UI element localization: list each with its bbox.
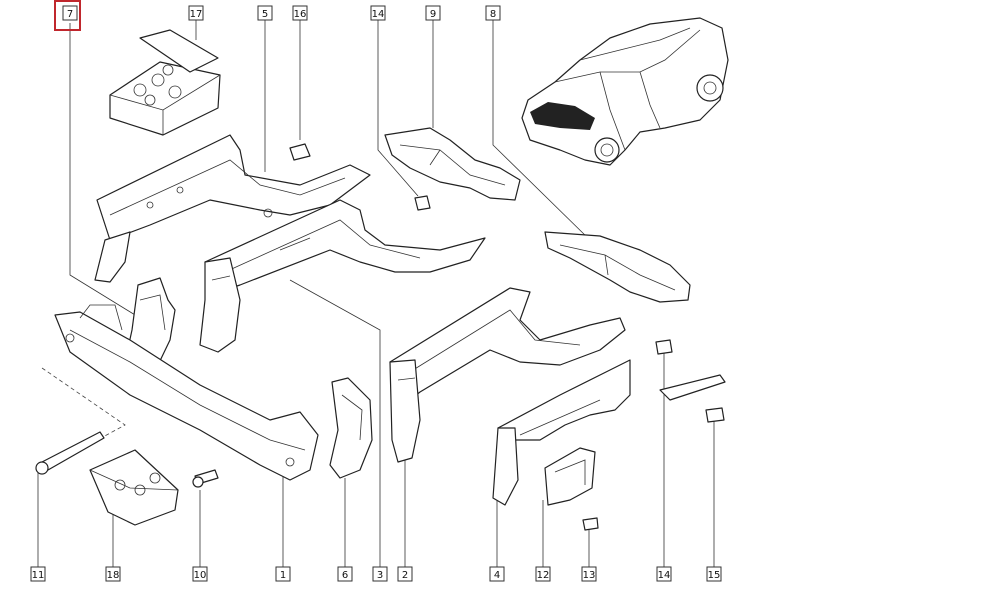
part-10-bolt bbox=[192, 469, 219, 488]
callout-12[interactable]: 12 bbox=[535, 566, 551, 582]
part-11-tow-eye bbox=[35, 431, 105, 475]
svg-text:4: 4 bbox=[494, 570, 500, 581]
part-9-reinforcement bbox=[384, 127, 521, 201]
callout-14-lower[interactable]: 14 bbox=[656, 566, 672, 582]
callout-7[interactable]: 7 bbox=[62, 5, 78, 21]
callout-9[interactable]: 9 bbox=[425, 5, 441, 21]
part-3-left-member bbox=[199, 199, 486, 353]
callout-8[interactable]: 8 bbox=[485, 5, 501, 21]
callout-18[interactable]: 18 bbox=[105, 566, 121, 582]
svg-text:1: 1 bbox=[280, 570, 286, 581]
svg-text:16: 16 bbox=[294, 9, 307, 20]
part-1-bumper-beam bbox=[54, 304, 319, 481]
svg-text:5: 5 bbox=[262, 9, 268, 20]
part-12-plate bbox=[544, 447, 596, 506]
part-15-clip bbox=[705, 407, 725, 423]
callout-17[interactable]: 17 bbox=[188, 5, 204, 21]
callout-14-upper[interactable]: 14 bbox=[370, 5, 386, 21]
car-illustration bbox=[521, 17, 729, 166]
svg-text:17: 17 bbox=[190, 9, 203, 20]
part-6-right-bracket bbox=[329, 377, 373, 479]
svg-text:7: 7 bbox=[67, 9, 73, 20]
part-14-clip-lower bbox=[655, 339, 673, 355]
part-17-fastener-box bbox=[109, 29, 221, 136]
selected-callout-highlight bbox=[54, 0, 81, 31]
part-18-fastener-box bbox=[89, 449, 179, 526]
svg-text:14: 14 bbox=[372, 9, 385, 20]
callout-10[interactable]: 10 bbox=[192, 566, 208, 582]
svg-text:12: 12 bbox=[537, 570, 550, 581]
part-5-upper-rail bbox=[94, 134, 371, 283]
part-13-bolt bbox=[582, 517, 599, 531]
svg-text:2: 2 bbox=[402, 570, 408, 581]
leader-lines bbox=[37, 17, 715, 567]
callout-11[interactable]: 11 bbox=[30, 566, 46, 582]
svg-text:15: 15 bbox=[708, 570, 721, 581]
callout-1[interactable]: 1 bbox=[275, 566, 291, 582]
callout-6[interactable]: 6 bbox=[337, 566, 353, 582]
svg-text:6: 6 bbox=[342, 570, 348, 581]
svg-text:9: 9 bbox=[430, 9, 436, 20]
callout-15[interactable]: 15 bbox=[706, 566, 722, 582]
callout-13[interactable]: 13 bbox=[581, 566, 597, 582]
part-16-clip bbox=[289, 143, 311, 161]
svg-text:13: 13 bbox=[583, 570, 596, 581]
callout-4[interactable]: 4 bbox=[489, 566, 505, 582]
svg-text:10: 10 bbox=[194, 570, 207, 581]
svg-text:3: 3 bbox=[377, 570, 383, 581]
svg-text:18: 18 bbox=[107, 570, 120, 581]
part-8-side-panel bbox=[544, 231, 691, 303]
part-2-right-member bbox=[389, 287, 626, 463]
part-4-wheel-arch bbox=[492, 359, 726, 506]
callout-16[interactable]: 16 bbox=[292, 5, 308, 21]
svg-text:8: 8 bbox=[490, 9, 496, 20]
callout-3[interactable]: 3 bbox=[372, 566, 388, 582]
part-14-clip-upper bbox=[414, 195, 431, 211]
svg-text:11: 11 bbox=[32, 570, 45, 581]
callout-5[interactable]: 5 bbox=[257, 5, 273, 21]
svg-text:14: 14 bbox=[658, 570, 671, 581]
callout-2[interactable]: 2 bbox=[397, 566, 413, 582]
